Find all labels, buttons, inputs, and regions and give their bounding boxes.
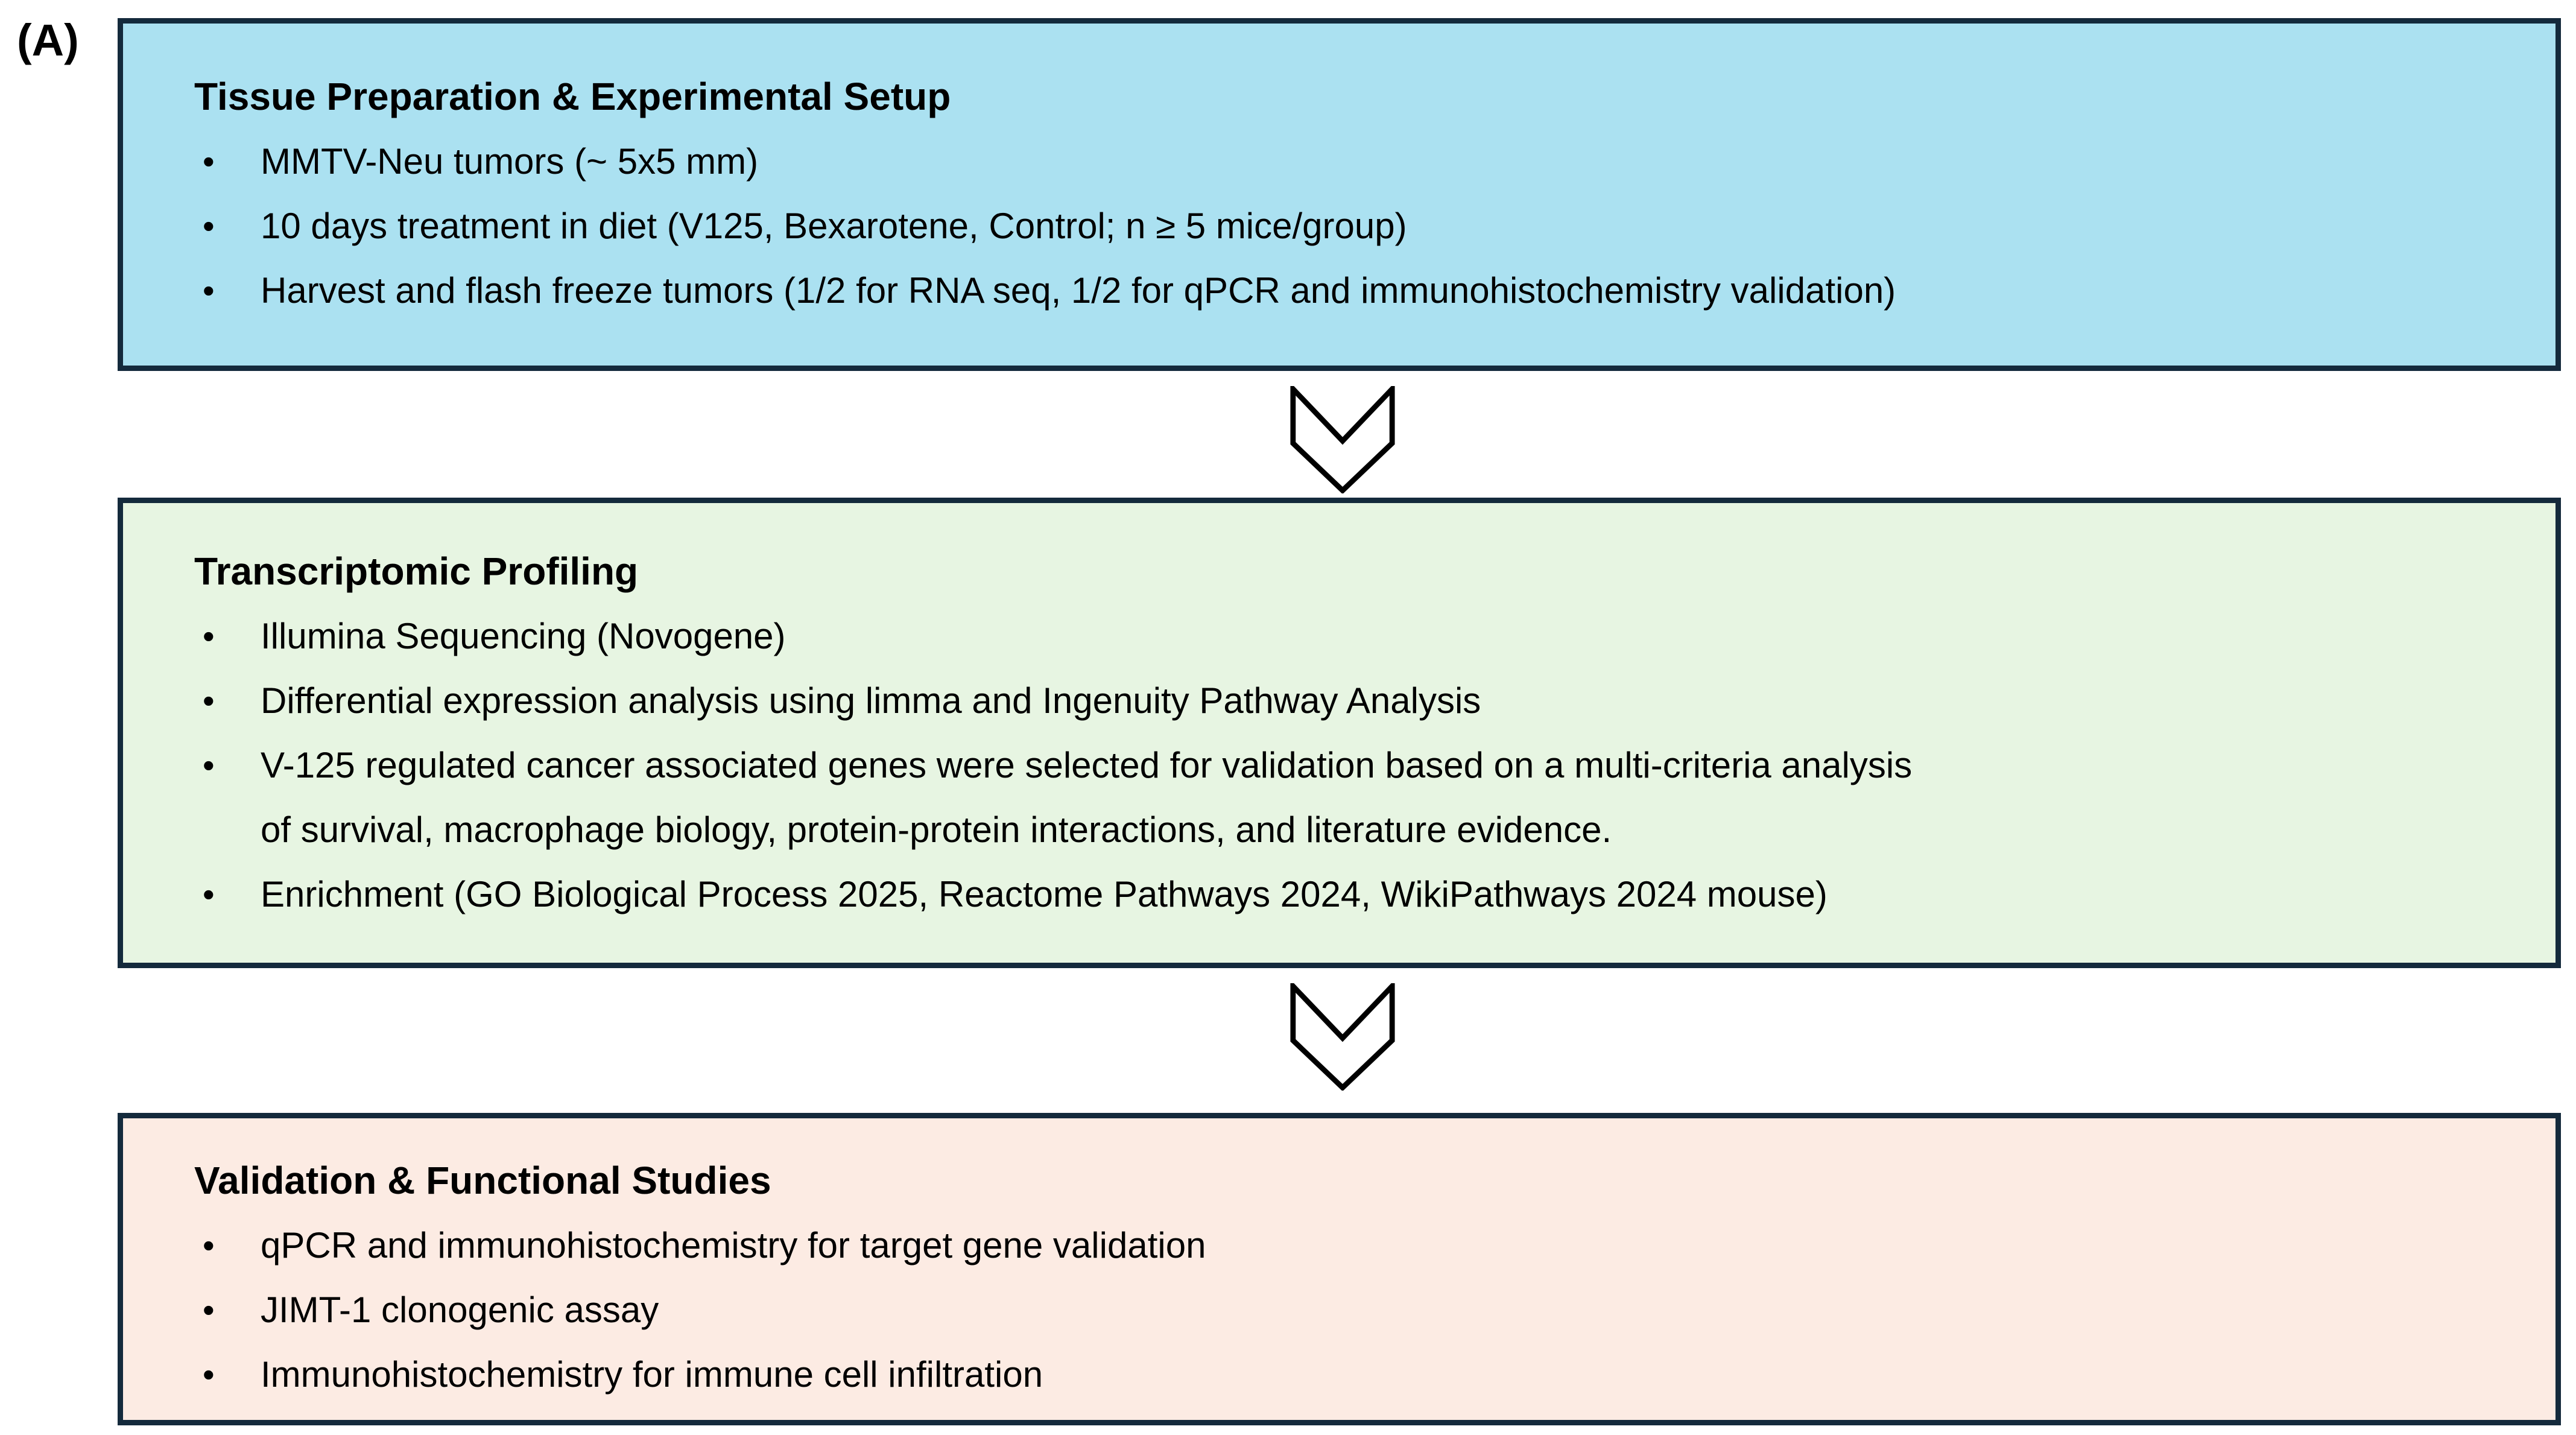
flow-box-transcriptomic-profiling: Transcriptomic Profiling Illumina Sequen… — [118, 498, 2561, 968]
list-item: Differential expression analysis using l… — [123, 668, 2555, 733]
list-item: qPCR and immunohistochemistry for target… — [123, 1213, 2555, 1278]
list-item: Illumina Sequencing (Novogene) — [123, 604, 2555, 668]
list-item: Harvest and flash freeze tumors (1/2 for… — [123, 258, 2555, 323]
list-item: 10 days treatment in diet (V125, Bexarot… — [123, 194, 2555, 258]
bullet-list: qPCR and immunohistochemistry for target… — [123, 1213, 2555, 1407]
box-title-tissue-preparation: Tissue Preparation & Experimental Setup — [194, 75, 951, 118]
list-item: Immunohistochemistry for immune cell inf… — [123, 1342, 2555, 1407]
list-item: Enrichment (GO Biological Process 2025, … — [123, 862, 2555, 927]
chevron-down-icon — [1289, 983, 1396, 1091]
panel-label: (A) — [17, 15, 79, 65]
box-title-transcriptomic-profiling: Transcriptomic Profiling — [194, 550, 639, 593]
flow-box-tissue-preparation: Tissue Preparation & Experimental Setup … — [118, 18, 2561, 371]
list-item: JIMT-1 clonogenic assay — [123, 1278, 2555, 1342]
list-item: MMTV-Neu tumors (~ 5x5 mm) — [123, 129, 2555, 194]
list-item: V-125 regulated cancer associated genes … — [123, 733, 2555, 862]
bullet-list: Illumina Sequencing (Novogene) Different… — [123, 604, 2555, 927]
box-title-validation-functional-studies: Validation & Functional Studies — [194, 1159, 771, 1202]
flow-box-validation-functional-studies: Validation & Functional Studies qPCR and… — [118, 1113, 2561, 1425]
chevron-down-icon — [1289, 386, 1396, 493]
bullet-list: MMTV-Neu tumors (~ 5x5 mm) 10 days treat… — [123, 129, 2555, 323]
